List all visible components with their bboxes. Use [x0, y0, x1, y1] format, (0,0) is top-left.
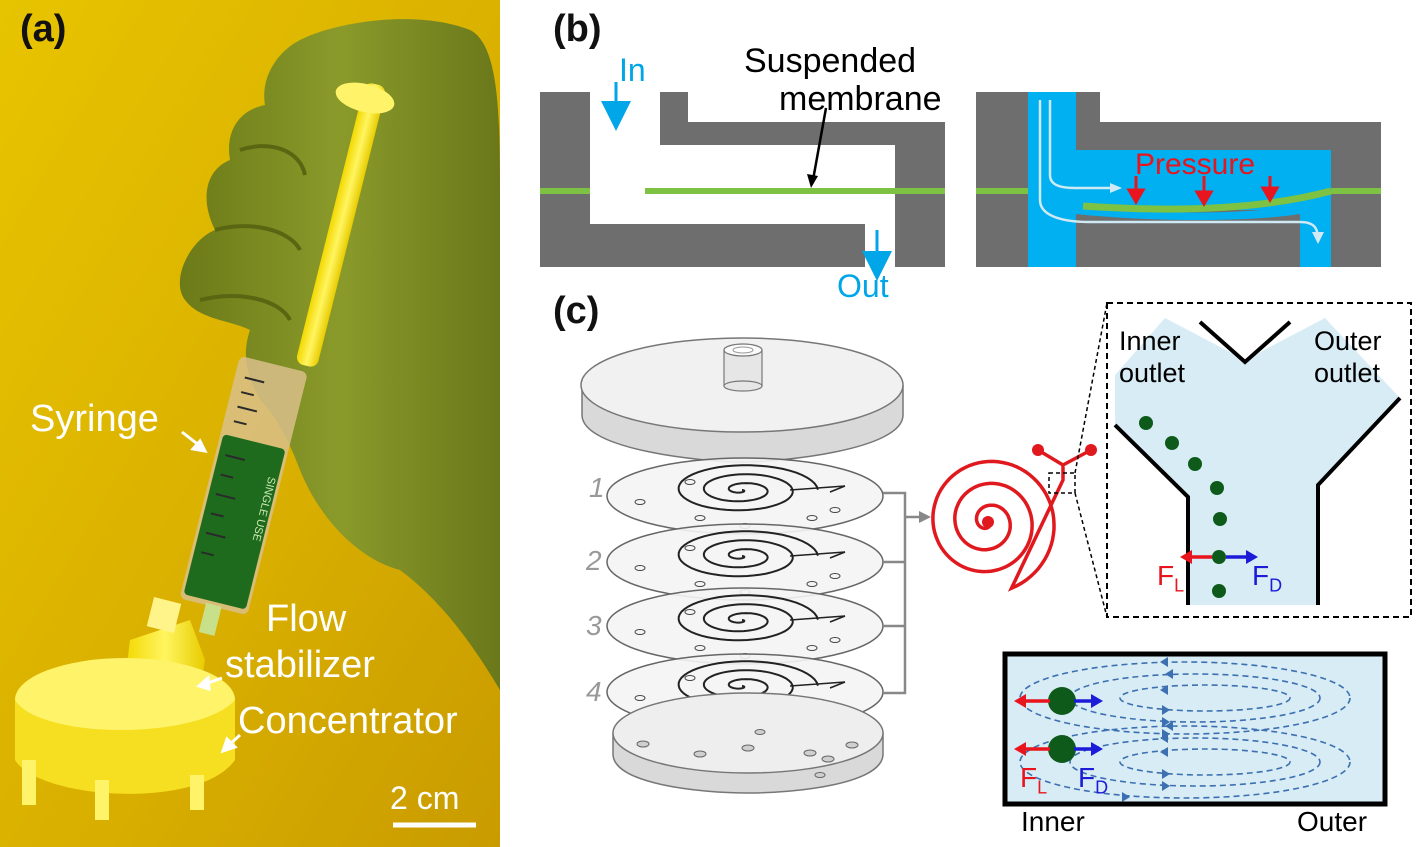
plunger-cap: [335, 82, 395, 114]
layer-3-hole-6: [684, 609, 696, 615]
layer-3-hole-4: [829, 637, 841, 643]
label-in: In: [619, 52, 646, 88]
cross-section-inner-label: Inner: [1021, 806, 1085, 837]
label-out: Out: [837, 268, 889, 304]
glove-fingers: [199, 144, 307, 322]
syringe-photo: SINGLE USE: [0, 0, 500, 847]
syringe-plunger: [296, 83, 386, 367]
drag-force-label-cross: FD: [1078, 762, 1109, 798]
layer-2-hole-1: [634, 565, 646, 571]
spiral-layer-2: [606, 523, 884, 601]
inlet-port: [723, 343, 763, 357]
layer-spiral-2: [677, 530, 819, 578]
layer-4-hole-1: [634, 695, 646, 701]
inner-outlet-label-1: Inner: [1119, 326, 1181, 356]
layer-3-hole-1: [634, 629, 646, 635]
layer-2-hole-3: [806, 581, 818, 587]
layers-bracket: [883, 491, 925, 695]
layer-4-hole-2: [694, 711, 706, 717]
syringe-tip: [198, 602, 222, 636]
spiral-outlet-2: [1085, 444, 1097, 456]
concentrator-label: Concentrator: [238, 700, 458, 742]
syringe-liquid: [184, 434, 285, 609]
particles-cross: [1048, 687, 1076, 763]
layer-number-1: 1: [589, 472, 605, 503]
streamline-1: [1048, 100, 1115, 190]
base-plate: [612, 692, 884, 774]
spiral-layer-4: [606, 653, 884, 731]
concentrator-top: [15, 658, 235, 742]
layer-4-hole-5: [739, 719, 751, 725]
layer-2-hole-5: [739, 589, 751, 595]
layer-2-hole-4: [829, 573, 841, 579]
layer-4-hole-3: [806, 711, 818, 717]
zoom-region: [1048, 472, 1076, 494]
layer-outlet-3: [789, 615, 846, 623]
layer-1-hole-6: [684, 479, 696, 485]
layer-number-4: 4: [586, 676, 602, 707]
concentrator-body: [15, 700, 235, 794]
deflected-membrane: [1082, 187, 1332, 213]
lift-force-label-cross: FL: [1020, 762, 1048, 798]
layer-1-hole-3: [806, 515, 818, 521]
forces-cross: [1014, 694, 1103, 756]
layer-1-hole-1: [634, 499, 646, 505]
label-pressure: Pressure: [1135, 148, 1256, 181]
layer-outlet-2: [789, 551, 846, 559]
top-lid: [580, 337, 904, 433]
spiral-outlet-1: [1032, 444, 1044, 456]
drag-force-label-zoom: FD: [1252, 560, 1283, 596]
syringe-label: Syringe: [30, 398, 159, 440]
scale-bar-label: 2 cm: [390, 780, 460, 816]
layer-number-2: 2: [586, 545, 602, 576]
syringe-graduations: [200, 376, 265, 557]
spiral-layer-3: [606, 587, 884, 665]
panel-a-label: (a): [20, 8, 67, 50]
layer-1-hole-4: [829, 507, 841, 513]
glove: [179, 19, 500, 690]
spiral-inlet: [982, 516, 994, 528]
layer-number-3: 3: [586, 610, 602, 641]
layer-1-hole-2: [694, 515, 706, 521]
spiral-layer-1: [606, 457, 884, 535]
layer-outlet-4: [789, 681, 846, 689]
layer-2-hole-2: [694, 581, 706, 587]
callout-arrows: [181, 430, 242, 754]
label-membrane-line2: membrane: [779, 80, 942, 118]
layer-4-hole-6: [684, 675, 696, 681]
outer-outlet-label-2: outlet: [1314, 358, 1381, 388]
layer-2-hole-6: [684, 545, 696, 551]
layer-4-hole-4: [829, 703, 841, 709]
layer-3-hole-2: [694, 645, 706, 651]
panel-b-label: (b): [553, 8, 602, 50]
layer-spiral-4: [677, 660, 819, 708]
label-membrane-line1: Suspended: [744, 42, 917, 80]
channel-cross-section: [1002, 651, 1388, 807]
spiral-channel: [931, 302, 1108, 618]
panel-a: SINGLE USE (a) Syringe Flow stabilizer C…: [0, 0, 500, 847]
layer-3-hole-3: [806, 645, 818, 651]
layer-1-hole-5: [739, 523, 751, 529]
panel-c-label: (c): [553, 290, 600, 332]
stack-assembly: [580, 337, 931, 794]
flow-stabilizer-label-line2: stabilizer: [225, 644, 375, 686]
layer-3-hole-5: [739, 653, 751, 659]
cross-section-outer-label: Outer: [1297, 806, 1368, 837]
outer-outlet-label-1: Outer: [1314, 326, 1382, 356]
flow-stabilizer-label-line1: Flow: [266, 598, 347, 640]
lift-force-label-zoom: FL: [1157, 560, 1185, 596]
layer-spiral-3: [677, 594, 819, 642]
layer-outlet-1: [789, 485, 846, 493]
layer-spiral-1: [677, 464, 819, 512]
inner-outlet-label-2: outlet: [1119, 358, 1186, 388]
